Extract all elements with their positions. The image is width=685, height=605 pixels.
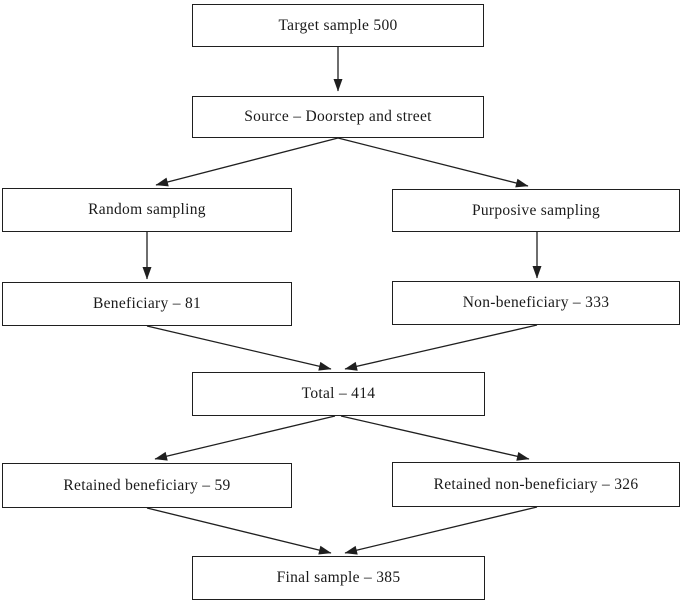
- arrow-source-to-purposive: [337, 137, 529, 188]
- node-random-sampling: Random sampling: [2, 188, 292, 232]
- node-random-sampling-label: Random sampling: [88, 201, 206, 218]
- node-retained-beneficiary: Retained beneficiary – 59: [2, 463, 292, 508]
- node-retained-beneficiary-label: Retained beneficiary – 59: [63, 476, 231, 494]
- arrow-beneficiary-to-total: [146, 325, 332, 371]
- arrow-retained-non-beneficiary-to-final: [344, 506, 538, 555]
- node-source: Source – Doorstep and street: [192, 96, 484, 138]
- node-total: Total – 414: [192, 372, 485, 416]
- node-purposive-sampling-label: Purposive sampling: [471, 201, 601, 219]
- node-target-sample-label: Target sample 500: [278, 16, 398, 34]
- node-final-sample-label: Final sample – 385: [276, 569, 401, 586]
- node-retained-non-beneficiary-label: Retained non-beneficiary – 326: [433, 475, 639, 493]
- node-beneficiary: Beneficiary – 81: [2, 282, 292, 326]
- node-final-sample: Final sample – 385: [192, 556, 485, 600]
- arrow-source-to-random: [155, 137, 339, 187]
- node-source-label: Source – Doorstep and street: [244, 108, 432, 125]
- node-retained-non-beneficiary: Retained non-beneficiary – 326: [392, 462, 680, 507]
- node-non-beneficiary: Non-beneficiary – 333: [392, 281, 680, 325]
- arrow-total-to-retained-non-beneficiary: [340, 415, 530, 461]
- node-purposive-sampling: Purposive sampling: [392, 189, 680, 232]
- node-non-beneficiary-label: Non-beneficiary – 333: [462, 294, 610, 311]
- node-beneficiary-label: Beneficiary – 81: [92, 295, 202, 312]
- node-target-sample: Target sample 500: [192, 4, 484, 47]
- node-total-label: Total – 414: [301, 385, 376, 402]
- arrow-retained-beneficiary-to-final: [146, 507, 332, 555]
- arrow-total-to-retained-beneficiary: [154, 415, 336, 461]
- arrow-non-beneficiary-to-total: [344, 324, 538, 371]
